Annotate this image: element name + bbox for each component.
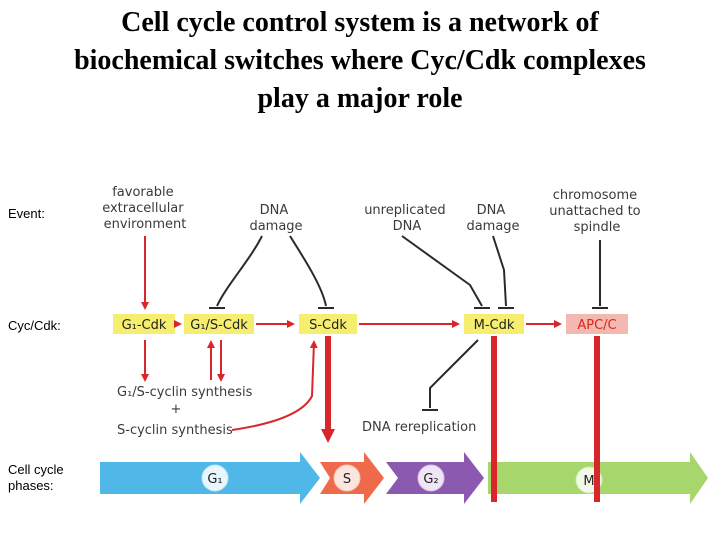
g1s-cyclin-synthesis-label: G₁/S-cyclin synthesis <box>117 385 253 400</box>
slide-title: Cell cycle control system is a network o… <box>0 4 720 118</box>
event-chromosome-line-2: unattached to <box>549 204 640 219</box>
inhibit-unreplicated-mcdk <box>401 235 483 307</box>
phase-bar: G₁ S G₂ M <box>100 452 708 504</box>
complex-boxes: G₁-Cdk G₁/S-Cdk S-Cdk M-Cdk APC/C <box>113 314 628 334</box>
event-chromosome-unattached: chromosome unattached to spindle <box>549 188 645 235</box>
synthesis-labels: G₁/S-cyclin synthesis + S-cyclin synthes… <box>117 385 476 438</box>
g1s-cdk-label: G₁/S-Cdk <box>190 318 248 333</box>
event-chromosome-line-1: chromosome <box>553 188 637 203</box>
inhibit-dna-damage-2-mcdk <box>492 235 507 307</box>
inhibit-mcdk-rereplication <box>429 339 479 408</box>
m-cdk-label: M-Cdk <box>474 318 515 333</box>
event-labels: favorable extracellular environment DNA … <box>102 185 645 235</box>
phase-s-label: S <box>343 472 351 487</box>
g1s-cdk-box <box>184 314 254 334</box>
s-cdk-label: S-Cdk <box>309 318 347 333</box>
row-label-phases-line-1: Cell cycle <box>8 462 64 477</box>
title-line-1: Cell cycle control system is a network o… <box>121 7 599 38</box>
phase-g1-label: G₁ <box>207 472 222 487</box>
event-chromosome-line-3: spindle <box>574 220 621 235</box>
event-favorable-line-1: favorable <box>112 185 173 200</box>
event-dna-damage-1: DNA damage <box>249 203 302 234</box>
event-favorable-line-2: extracellular <box>102 201 184 216</box>
event-favorable-environment: favorable extracellular environment <box>102 185 188 232</box>
event-dna-damage-1-line-1: DNA <box>260 203 289 218</box>
apc-c-label: APC/C <box>577 318 616 333</box>
inhibit-dna-damage-scdk <box>289 235 327 307</box>
activation-arrows <box>141 236 562 431</box>
event-unreplicated-dna: unreplicated DNA <box>364 203 450 234</box>
event-dna-damage-2: DNA damage <box>466 203 519 234</box>
inhibit-dna-damage-g1scdk <box>216 235 263 307</box>
m-cdk-box <box>464 314 524 334</box>
event-unreplicated-line-2: DNA <box>393 219 422 234</box>
dna-rereplication-label: DNA rereplication <box>362 420 476 435</box>
row-label-event: Event: <box>8 206 45 221</box>
event-dna-damage-2-line-1: DNA <box>477 203 506 218</box>
row-label-cyc-cdk: Cyc/Cdk: <box>8 318 61 333</box>
title-line-2: biochemical switches where Cyc/Cdk compl… <box>74 45 646 76</box>
event-dna-damage-2-line-2: damage <box>466 219 519 234</box>
s-cyclin-synthesis-label: S-cyclin synthesis <box>117 423 233 438</box>
arrow-s-cyclin-to-scdk <box>231 340 318 431</box>
title-line-3: play a major role <box>257 83 463 114</box>
phase-s-marker <box>333 464 361 492</box>
phase-g2-label: G₂ <box>423 472 438 487</box>
g1-cdk-box <box>113 314 175 334</box>
row-label-phases-line-2: phases: <box>8 478 54 493</box>
phase-trigger-arrows <box>321 336 600 502</box>
phase-g1-marker <box>201 464 229 492</box>
event-unreplicated-line-1: unreplicated <box>364 203 445 218</box>
g1-cdk-label: G₁-Cdk <box>122 318 167 333</box>
row-label-phases: Cell cycle phases: <box>8 462 64 494</box>
event-dna-damage-1-line-2: damage <box>249 219 302 234</box>
event-favorable-line-3: environment <box>104 217 187 232</box>
inhibition-lines <box>209 235 608 411</box>
phase-g2-marker <box>417 464 445 492</box>
phase-m-label: M <box>583 474 594 489</box>
s-cdk-box <box>299 314 357 334</box>
plus-sign: + <box>171 402 182 417</box>
apc-c-box <box>566 314 628 334</box>
